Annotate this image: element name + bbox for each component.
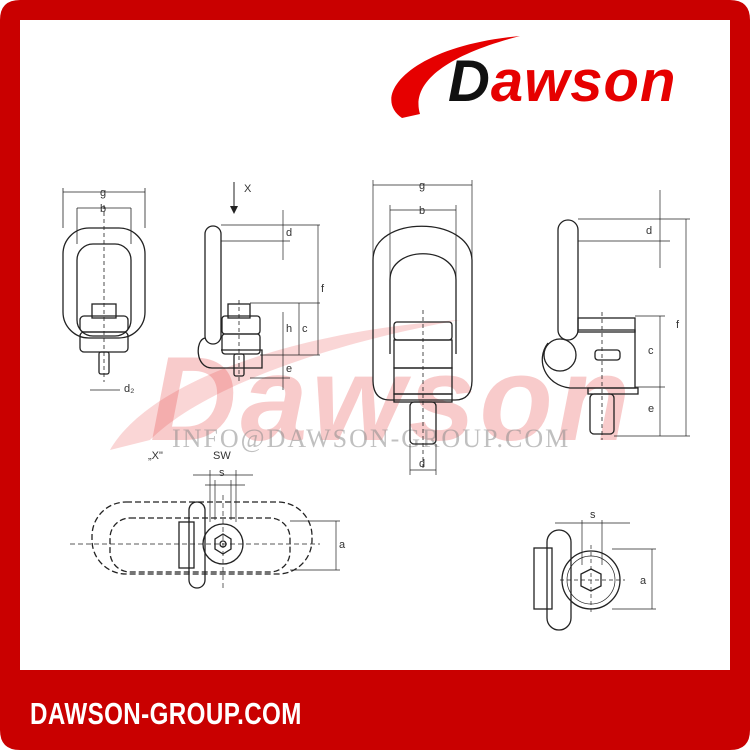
small-side-view <box>197 182 320 390</box>
view-label-x: „X" <box>148 450 163 462</box>
dim-label-sw: SW <box>213 450 231 462</box>
logo-wordmark: awson <box>490 49 677 114</box>
dim-label-x-arrow: X <box>244 183 252 195</box>
large-side-view <box>541 190 690 440</box>
dim-label-b-large: b <box>419 205 425 217</box>
logo-swoosh-icon <box>391 36 520 118</box>
dim-label-e-large: e <box>648 403 654 415</box>
dim-label-f: f <box>321 283 325 295</box>
small-front-view <box>62 188 146 391</box>
dim-label-h: h <box>286 323 292 335</box>
dim-label-f-large: f <box>676 319 680 331</box>
dim-label-b: b <box>100 203 106 215</box>
dim-label-g: g <box>100 187 106 199</box>
dim-label-c: c <box>302 323 308 335</box>
dim-label-e: e <box>286 363 292 375</box>
dim-label-d-large: d <box>646 225 652 237</box>
small-top-view <box>70 470 340 590</box>
dim-label-d2: d₂ <box>124 383 134 395</box>
dim-label-a-large: a <box>640 575 647 587</box>
footer-website-url: DAWSON-GROUP.COM <box>30 696 302 731</box>
logo-letter-d: D <box>448 49 491 114</box>
dim-label-s-large: s <box>590 509 596 521</box>
dim-label-s: s <box>219 467 225 479</box>
dim-label-c-large: c <box>648 345 654 357</box>
dawson-logo: Dawson <box>380 36 720 126</box>
large-top-view <box>533 520 656 631</box>
large-front-view <box>372 180 473 475</box>
dim-label-a: a <box>339 539 346 551</box>
dim-label-d: d <box>286 227 292 239</box>
watermark-email: INFO@DAWSON-GROUP.COM <box>172 424 571 453</box>
dim-label-d-bottom: d <box>419 458 425 470</box>
dim-label-g-large: g <box>419 180 425 192</box>
